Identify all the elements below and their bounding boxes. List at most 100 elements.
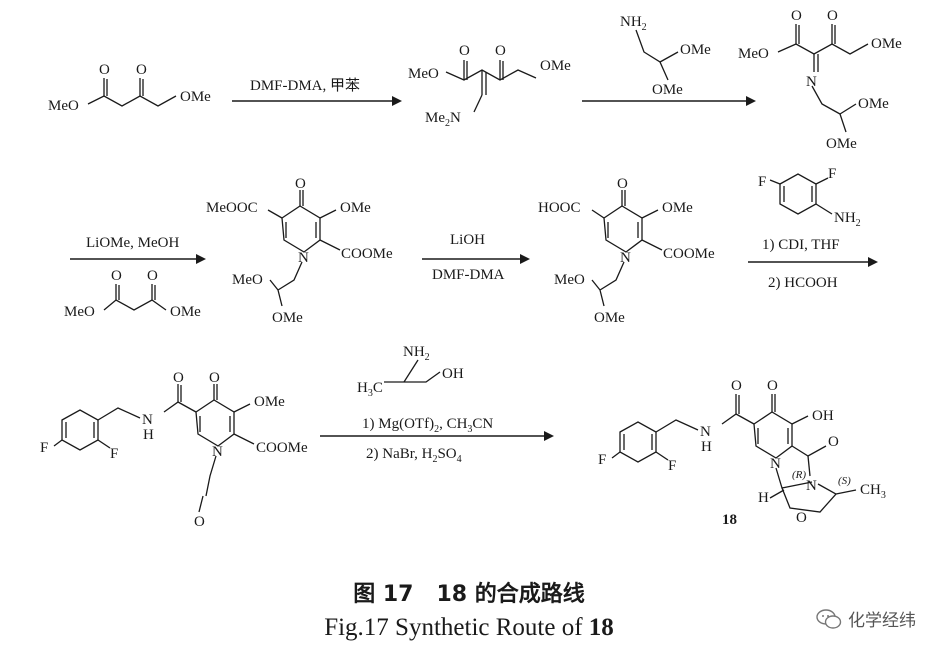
reagent-step4-top: LiOH bbox=[450, 232, 485, 248]
arrowhead bbox=[544, 431, 554, 441]
watermark-text: 化学经纬 bbox=[848, 611, 916, 631]
reagent-step1: DMF-DMA, 甲苯 bbox=[250, 77, 360, 94]
label-ome: OMe bbox=[180, 89, 211, 105]
watermark: 化学经纬 bbox=[816, 606, 916, 631]
label-n: N bbox=[770, 456, 781, 472]
caption-english: Fig.17 Synthetic Route of 18 bbox=[0, 614, 938, 642]
reagent-step3: LiOMe, MeOH bbox=[86, 235, 179, 251]
caption-cn-suffix: 的合成路线 bbox=[474, 582, 585, 607]
label-oh: OH bbox=[442, 366, 464, 382]
label-hooc: HOOC bbox=[538, 200, 581, 216]
pyridinone-acid-structure: O HOOC OMe COOMe N MeO OMe bbox=[538, 176, 715, 326]
label-nh2: NH2 bbox=[834, 210, 861, 229]
label-o: O bbox=[731, 378, 742, 394]
label-f: F bbox=[668, 458, 676, 474]
label-ome: OMe bbox=[540, 58, 571, 74]
label-coome: COOMe bbox=[341, 246, 393, 262]
reagent-step5-b: 2) HCOOH bbox=[768, 275, 838, 291]
label-o: O bbox=[827, 8, 838, 24]
enaminone-structure: MeO O O OMe Me2N bbox=[408, 43, 571, 129]
pyridinone-diester-structure: O MeOOC OMe COOMe N MeO OMe bbox=[206, 176, 393, 326]
label-meooc: MeOOC bbox=[206, 200, 258, 216]
label-o: O bbox=[617, 176, 628, 192]
label-ome: OMe bbox=[662, 200, 693, 216]
aminoacetal-reagent: NH2 OMe OMe bbox=[620, 14, 711, 98]
label-ome: OMe bbox=[858, 96, 889, 112]
label-n: N bbox=[620, 250, 631, 266]
arrowhead bbox=[392, 96, 402, 106]
caption-en-prefix: Fig.17 Synthetic Route of bbox=[324, 614, 589, 641]
synthesis-scheme: MeO O O OMe DMF-DMA, 甲苯 MeO O O OMe Me2N… bbox=[40, 8, 902, 530]
arrowhead bbox=[868, 257, 878, 267]
caption-chinese: 图 17 18 的合成路线 bbox=[0, 576, 938, 608]
label-meo: MeO bbox=[554, 272, 585, 288]
reagent-step4-bottom: DMF-DMA bbox=[432, 267, 505, 283]
label-o: O bbox=[791, 8, 802, 24]
label-f: F bbox=[598, 452, 606, 468]
label-ome: OMe bbox=[652, 82, 683, 98]
label-ome: OMe bbox=[871, 36, 902, 52]
label-meo: MeO bbox=[738, 46, 769, 62]
label-o: O bbox=[147, 268, 158, 284]
reagent-step5-a: 1) CDI, THF bbox=[762, 237, 840, 253]
label-meo: MeO bbox=[64, 304, 95, 320]
label-meo: MeO bbox=[48, 98, 79, 114]
label-n: N bbox=[298, 250, 309, 266]
label-o: O bbox=[796, 510, 807, 526]
label-o: O bbox=[459, 43, 470, 59]
imine-structure: MeO O O OMe N OMe OMe bbox=[738, 8, 902, 152]
label-o: O bbox=[767, 378, 778, 394]
label-n: N bbox=[212, 444, 223, 460]
label-ome: OMe bbox=[340, 200, 371, 216]
label-ome: OMe bbox=[594, 310, 625, 326]
label-oh: OH bbox=[812, 408, 834, 424]
difluorobenzylamine-structure: F F NH2 bbox=[758, 166, 861, 229]
label-f: F bbox=[828, 166, 836, 182]
reagent-step6-b: 2) NaBr, H2SO4 bbox=[366, 446, 462, 465]
label-h3c: H3C bbox=[357, 380, 383, 399]
caption-cn-number: 18 bbox=[436, 582, 468, 607]
label-o: O bbox=[173, 370, 184, 386]
label-meo: MeO bbox=[408, 66, 439, 82]
label-o: O bbox=[495, 43, 506, 59]
label-nh2: NH2 bbox=[620, 14, 647, 33]
label-nh2: NH2 bbox=[403, 344, 430, 363]
label-f: F bbox=[40, 440, 48, 456]
arrowhead bbox=[520, 254, 530, 264]
label-n: N bbox=[142, 412, 153, 428]
label-ome: OMe bbox=[680, 42, 711, 58]
arrowhead bbox=[746, 96, 756, 106]
label-ch3: CH3 bbox=[860, 482, 886, 501]
label-me2n: Me2N bbox=[425, 110, 461, 129]
label-meo: MeO bbox=[232, 272, 263, 288]
compound-label: 18 bbox=[722, 512, 737, 528]
label-n: N bbox=[806, 74, 817, 90]
product-18-structure: O O N H OH O N N H O (R) (S) CH3 F F 18 bbox=[598, 378, 886, 528]
label-ome: OMe bbox=[254, 394, 285, 410]
stereo-label-r: (R) bbox=[792, 469, 806, 481]
dimethyl-malonate-structure: MeO O O OMe bbox=[64, 268, 201, 320]
start-material-structure: MeO O O OMe bbox=[48, 62, 211, 114]
wechat-icon bbox=[816, 608, 842, 629]
label-f: F bbox=[758, 174, 766, 190]
label-ome: OMe bbox=[826, 136, 857, 152]
label-o: O bbox=[111, 268, 122, 284]
label-o: O bbox=[295, 176, 306, 192]
stereo-label-s: (S) bbox=[838, 475, 851, 487]
label-o: O bbox=[828, 434, 839, 450]
label-n: N bbox=[806, 478, 817, 494]
label-coome: COOMe bbox=[256, 440, 308, 456]
label-o: O bbox=[194, 514, 205, 530]
caption-cn-prefix: 图 17 bbox=[353, 582, 414, 607]
label-f: F bbox=[110, 446, 118, 462]
label-h: H bbox=[758, 490, 769, 506]
label-coome: COOMe bbox=[663, 246, 715, 262]
label-o: O bbox=[136, 62, 147, 78]
label-n: N bbox=[700, 424, 711, 440]
label-ome: OMe bbox=[170, 304, 201, 320]
label-h: H bbox=[143, 427, 154, 443]
label-o: O bbox=[99, 62, 110, 78]
label-ome: OMe bbox=[272, 310, 303, 326]
aldehyde-intermediate-structure: O O N H OMe COOMe N F F O bbox=[40, 370, 308, 530]
alaninol-structure: NH2 H3C OH bbox=[357, 344, 464, 399]
